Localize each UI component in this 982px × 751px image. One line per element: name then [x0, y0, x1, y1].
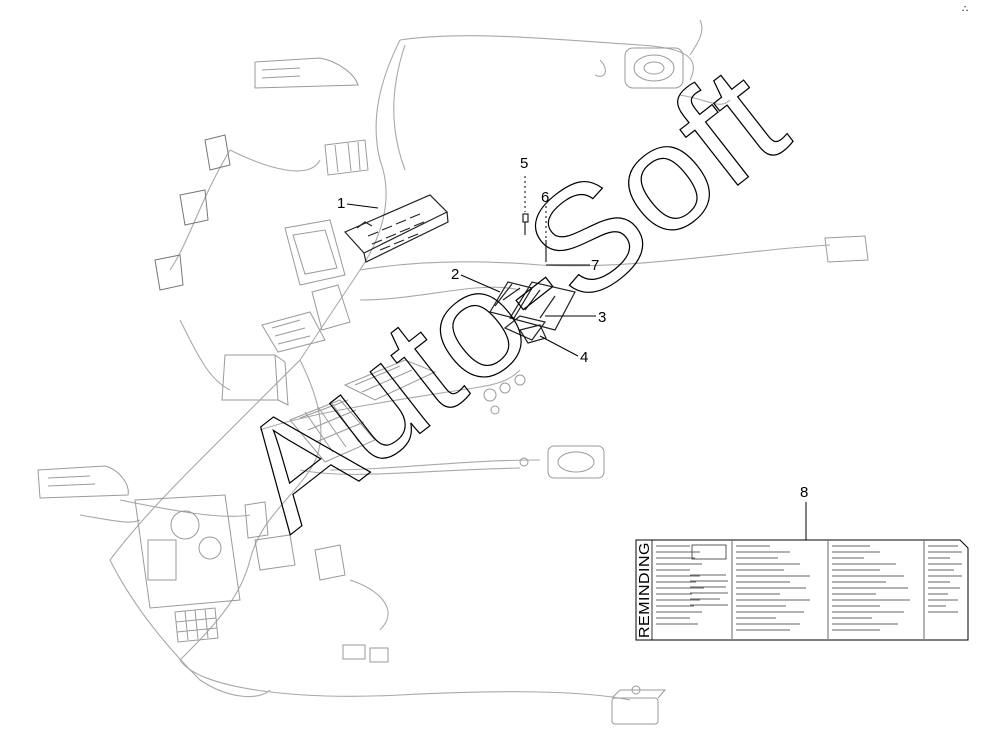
callout-4: 4: [580, 349, 588, 366]
small-box-lower: [342, 644, 389, 663]
connector-cluster-middle: [483, 374, 526, 415]
reminding-label-card: REMINDING: [635, 539, 969, 641]
callout-3: 3: [598, 309, 606, 326]
faint-components: [37, 47, 869, 725]
label-card-title: REMINDING: [636, 542, 653, 638]
tray-panel: [343, 359, 437, 401]
part-4-sub-module: [503, 315, 547, 344]
switch-cluster-left: [154, 134, 231, 291]
display-unit: [284, 219, 346, 286]
callout-6: 6: [541, 189, 549, 206]
part-5-bolt: [522, 213, 529, 235]
highlighted-parts: [343, 194, 576, 344]
rear-lamp-lower-left: [37, 465, 129, 499]
rear-lamp-top-left: [254, 57, 359, 89]
speaker-top-right: [624, 47, 684, 89]
watermark-text: Auto-Soft: [206, 34, 814, 560]
wiring-harness: [79, 19, 831, 701]
relay-cluster: [244, 501, 346, 581]
callout-7: 7: [591, 257, 599, 274]
fuse-grid-lower: [174, 607, 219, 643]
keypad-panel: [261, 311, 326, 353]
instrument-cluster: [134, 494, 241, 609]
callout-numbers: 1 2 3 4 5 6 7 8: [337, 155, 808, 501]
speaker-center-right: [547, 445, 605, 479]
callout-5: 5: [520, 155, 528, 172]
connector-upper-center: [324, 139, 369, 176]
tablet-panel: [311, 284, 351, 331]
button-grid: [289, 399, 376, 463]
label-fine-print: [656, 544, 962, 631]
callout-8: 8: [800, 484, 808, 501]
callout-1: 1: [337, 195, 345, 212]
connector-right: [824, 235, 869, 263]
part-1-fuse-box: [343, 194, 449, 263]
box-module: [221, 354, 289, 406]
callout-2: 2: [451, 266, 459, 283]
connector-lower-right: [519, 457, 641, 695]
watermark: Auto-Soft: [206, 33, 815, 561]
corner-mark: ∴: [962, 4, 968, 15]
bottom-control-box: [611, 689, 667, 725]
callout-leaders: [346, 176, 807, 540]
part-2-control-module: [489, 281, 533, 319]
